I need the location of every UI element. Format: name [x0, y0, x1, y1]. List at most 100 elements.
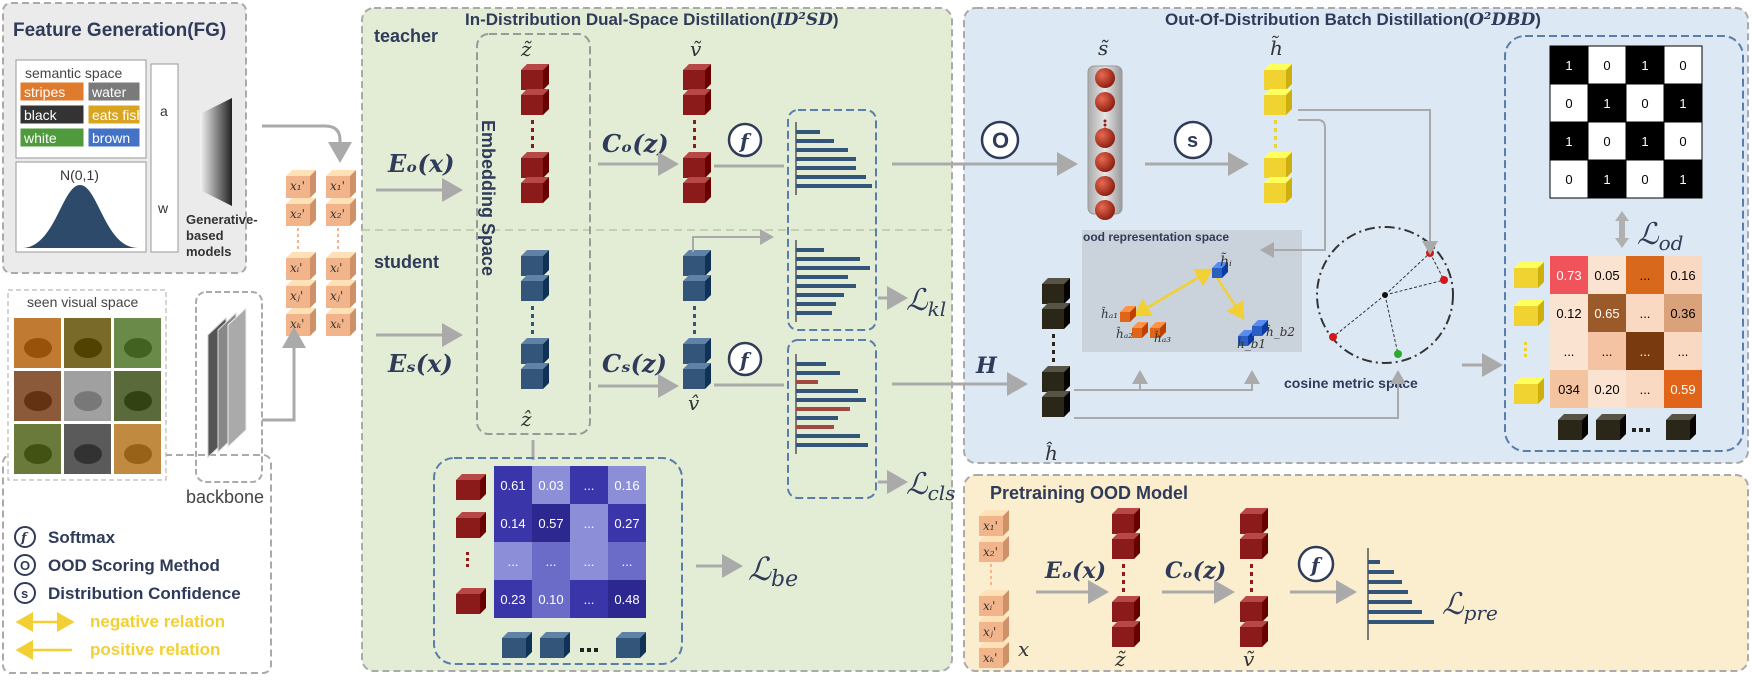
binary-cell-value: 0	[1641, 172, 1648, 187]
binary-cell	[1549, 121, 1589, 161]
backbone-label: backbone	[186, 487, 264, 507]
legend-ood-scoring: OOD Scoring Method	[48, 556, 220, 575]
od-cell-value: ...	[1640, 382, 1651, 397]
pre-eo-label: Eₒ(x)	[1044, 558, 1106, 584]
h-a1-label: ĥₐ₁	[1101, 306, 1118, 321]
h-tilde-cube-2	[1264, 89, 1292, 115]
h-b1-label: ĥ_b1	[1237, 336, 1266, 351]
pre-input-cube	[979, 642, 1009, 668]
be-row-dot	[466, 564, 469, 567]
h-tilde-i-label: h̃ᵢ	[1220, 252, 1232, 270]
image-grid	[14, 318, 161, 474]
score-dot	[1103, 119, 1107, 123]
cls-dist-bar	[796, 398, 866, 402]
semantic-space-label: semantic space	[25, 65, 122, 81]
feature-cube-label: xₖ'	[290, 317, 304, 331]
be-cell-value: 0.03	[538, 478, 563, 493]
student-to-kl-line	[692, 229, 774, 252]
student-v-dot	[693, 314, 696, 318]
od-col-cube-1	[1558, 414, 1588, 440]
binary-cell	[1625, 121, 1665, 161]
student-v-dot	[693, 330, 696, 334]
teacher-dist-bar	[796, 130, 820, 134]
attribute-label: white	[23, 130, 57, 146]
teacher-z-cube-3	[521, 152, 549, 178]
generator-shape	[200, 98, 232, 206]
kl-dist-box	[787, 109, 877, 331]
od-col-cube-2	[1596, 414, 1626, 440]
pre-z-cube-3	[1112, 596, 1140, 622]
animal-photo-shape	[124, 338, 152, 358]
be-cell	[532, 542, 570, 580]
be-cell	[570, 504, 608, 542]
feature-dot	[337, 234, 339, 237]
student-v-cube-3	[683, 338, 711, 364]
be-cell-value: 0.48	[614, 592, 639, 607]
pretrain-distribution-bars	[1367, 548, 1434, 640]
v-hat-label: v̂	[688, 391, 700, 415]
student-z-cube-2	[521, 275, 549, 301]
cls-dist-bar	[796, 416, 838, 420]
be-col-cube-2	[540, 632, 570, 658]
feature-cube-label: x₂'	[330, 207, 345, 221]
teacher-z-cube-4	[521, 177, 549, 203]
h-a2-point	[1132, 322, 1148, 338]
animal-photo-shape	[24, 391, 52, 411]
h-to-rep-line	[1260, 119, 1326, 258]
od-row-cube-3	[1514, 378, 1544, 404]
pre-v-dot	[1250, 564, 1253, 568]
eo-label: Eₒ(x)	[387, 149, 455, 178]
o2dbd-title: Out-Of-Distribution Batch Distillation(O…	[1165, 10, 1541, 30]
pre-softmax-icon	[1297, 545, 1335, 583]
be-row-cube-3	[456, 588, 486, 614]
cos-line-4	[1384, 294, 1399, 355]
be-cell	[494, 504, 532, 542]
be-row-dot	[466, 552, 469, 555]
aw-column	[150, 63, 179, 253]
teacher-dist-bar	[796, 157, 856, 161]
od-cell	[1550, 370, 1588, 408]
student-z-cube-1	[521, 250, 549, 276]
attribute-chip	[19, 81, 85, 102]
feature-dot	[297, 228, 299, 231]
be-cell-value: ...	[584, 516, 595, 531]
h-b2-label: ĥ_b2	[1266, 324, 1295, 339]
pre-dist-bar	[1368, 590, 1408, 594]
feature-cube	[286, 252, 316, 280]
pre-x-label: x	[1018, 637, 1029, 661]
od-cell-value: ...	[1602, 344, 1613, 359]
hhat-to-cos-line	[1074, 370, 1406, 419]
h-a3-point	[1150, 322, 1166, 338]
teacher-dist-bar	[796, 184, 872, 188]
student-v-cube-1	[683, 250, 711, 276]
pre-dist-bar	[1368, 610, 1422, 614]
pre-dist-bar	[1368, 570, 1394, 574]
student-v-dot	[693, 306, 696, 310]
od-box	[1504, 35, 1744, 452]
student-z-dot	[531, 330, 534, 334]
pre-z-cube-2	[1112, 533, 1140, 559]
score-ball	[1095, 92, 1115, 112]
be-box	[433, 457, 683, 665]
pre-v-dot	[1250, 572, 1253, 576]
pre-input-cube-label: xⱼ'	[983, 625, 996, 639]
positive-relation-arrow	[1214, 275, 1245, 321]
feature-cube-label: xⱼ'	[290, 289, 303, 303]
cos-line-3	[1332, 294, 1386, 338]
cos-line-5	[1429, 252, 1445, 281]
h-hat-cube-4	[1042, 391, 1070, 417]
cos-center	[1382, 292, 1388, 298]
od-cell-value: 0.05	[1594, 268, 1619, 283]
pre-z-dot	[1122, 572, 1125, 576]
be-cell-value: 0.27	[614, 516, 639, 531]
cos-line-1	[1384, 252, 1431, 296]
student-z-cube-4	[521, 363, 549, 389]
pre-input-cube-label: x₁'	[983, 519, 998, 533]
softmax-icon-teacher	[727, 122, 763, 158]
teacher-v-cube-4	[683, 177, 711, 203]
embedding-space-box	[476, 33, 591, 435]
binary-cell-value: 1	[1679, 172, 1686, 187]
feature-cube-label: xᵢ'	[330, 261, 342, 275]
